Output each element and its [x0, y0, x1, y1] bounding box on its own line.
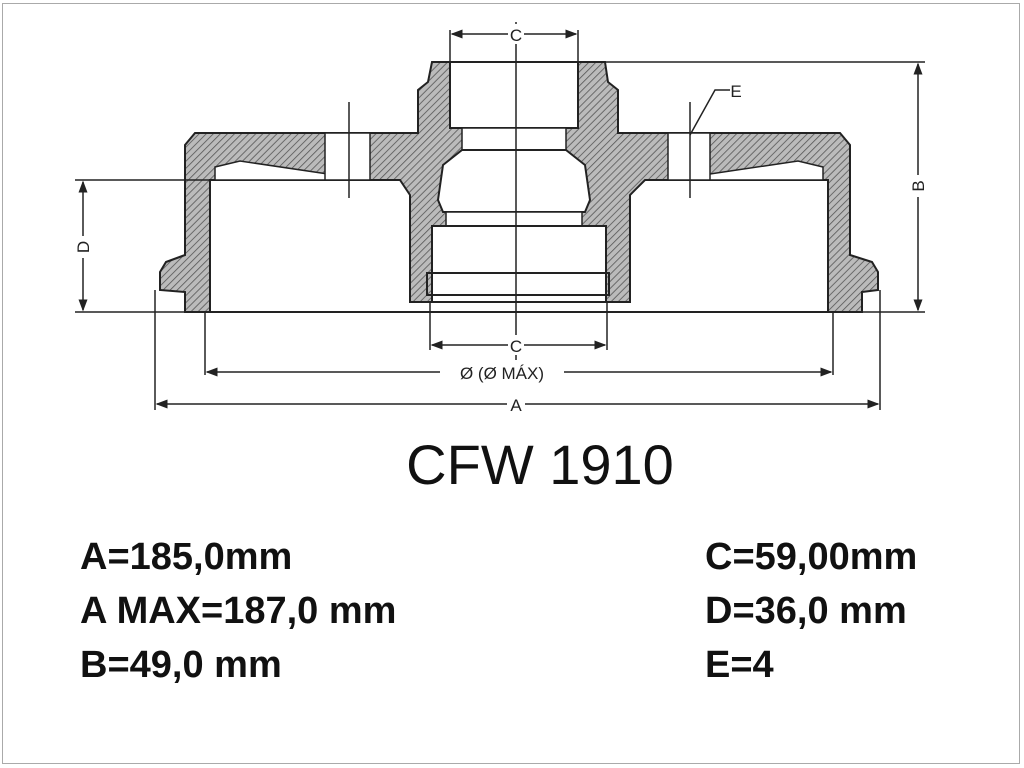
specs-left: A=185,0mm A MAX=187,0 mm B=49,0 mm	[80, 530, 396, 692]
bore-cavity	[436, 149, 592, 213]
stud-hole-left	[324, 132, 371, 181]
spec-b: B=49,0 mm	[80, 644, 282, 686]
brake-drum-drawing: C C E B D Ø (Ø MÁX) A	[73, 22, 928, 415]
label-c-top: C	[510, 26, 522, 45]
spec-d: D=36,0 mm	[705, 590, 907, 632]
stud-hole-right	[667, 132, 711, 181]
spec-a-max: A MAX=187,0 mm	[80, 590, 397, 632]
label-diameter: Ø (Ø MÁX)	[460, 364, 544, 383]
label-a: A	[510, 396, 522, 415]
spec-c: C=59,00mm	[705, 536, 918, 578]
label-b: B	[909, 180, 928, 191]
bore-top	[449, 61, 579, 129]
seal-ring	[426, 272, 610, 296]
spec-e: E=4	[705, 644, 774, 686]
part-number-title: CFW 1910	[406, 433, 674, 496]
bore-bottom	[431, 225, 607, 303]
frame-border	[2, 3, 1020, 764]
dimension-lines	[75, 22, 925, 410]
spec-a: A=185,0mm	[80, 536, 293, 578]
bore-neck	[461, 127, 567, 151]
label-d: D	[74, 241, 93, 253]
drum-section	[159, 61, 879, 313]
label-e: E	[730, 82, 741, 101]
bore-step	[445, 211, 583, 227]
label-c-bottom: C	[510, 337, 522, 356]
specs-right: C=59,00mm D=36,0 mm E=4	[705, 530, 917, 692]
dimension-labels: C C E B D Ø (Ø MÁX) A	[73, 24, 928, 415]
